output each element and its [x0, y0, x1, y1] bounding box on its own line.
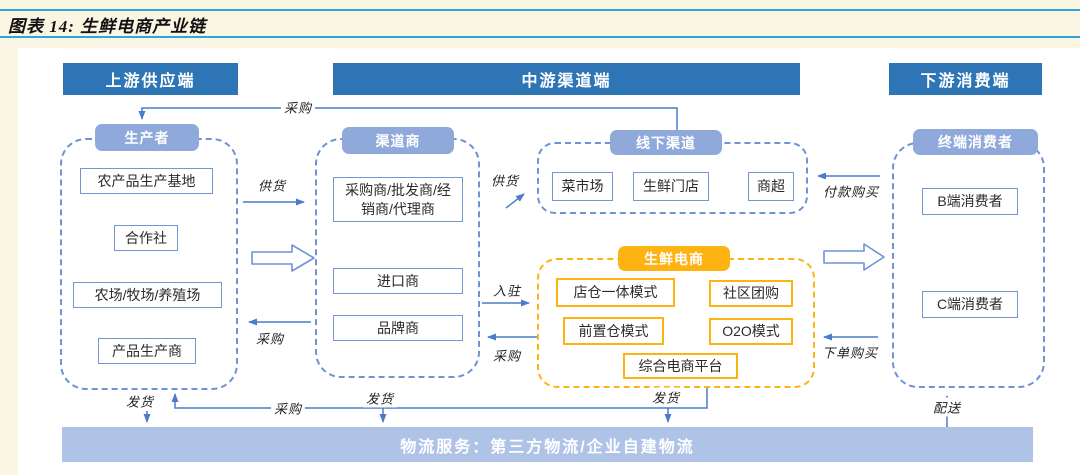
node-fresh-store: 生鲜门店	[633, 172, 709, 201]
header-midstream: 中游渠道端	[333, 63, 800, 95]
node-farm-base: 农产品生产基地	[80, 168, 213, 194]
node-integrated-platform: 综合电商平台	[623, 353, 738, 379]
node-c-consumer: C端消费者	[922, 291, 1018, 318]
label-ship-producer: 发货	[122, 391, 158, 411]
node-importer: 进口商	[333, 268, 463, 294]
logistics-bar: 物流服务：第三方物流/企业自建物流	[62, 427, 1033, 462]
node-community-group-buy: 社区团购	[709, 280, 793, 307]
label-supply-left: 供货	[257, 178, 287, 194]
node-front-warehouse-model: 前置仓模式	[563, 317, 664, 345]
node-cooperative: 合作社	[114, 225, 178, 251]
label-procure-top: 采购	[280, 97, 316, 117]
pill-offline: 线下渠道	[610, 130, 722, 155]
title-bottom-rule	[0, 36, 1080, 38]
label-ship-channel: 发货	[362, 388, 398, 408]
header-downstream: 下游消费端	[889, 63, 1042, 95]
label-pay-purchase: 付款购买	[822, 184, 880, 200]
label-ship-ecom: 发货	[648, 387, 684, 407]
arrow-procure-top	[138, 107, 678, 131]
node-farm-ranch: 农场/牧场/养殖场	[73, 282, 222, 308]
node-supermarket: 商超	[748, 172, 794, 201]
title-top-rule	[0, 9, 1080, 11]
block-arrow-to-consumer	[823, 243, 885, 271]
pill-producer: 生产者	[95, 124, 199, 151]
pill-ecommerce: 生鲜电商	[618, 246, 730, 271]
arrow-supply-mid	[505, 193, 525, 209]
label-procure-left: 采购	[255, 331, 285, 347]
label-delivery: 配送	[929, 397, 965, 417]
label-procure-mid: 采购	[492, 348, 522, 364]
node-wet-market: 菜市场	[552, 172, 613, 201]
header-upstream: 上游供应端	[63, 63, 238, 95]
node-wholesaler: 采购商/批发商/经销商/代理商	[333, 177, 463, 222]
figure-title: 图表 14: 生鲜电商产业链	[8, 17, 207, 36]
pill-channel: 渠道商	[342, 127, 454, 154]
label-order-purchase: 下单购买	[821, 345, 879, 361]
node-b-consumer: B端消费者	[922, 188, 1018, 215]
node-brand-merchant: 品牌商	[333, 315, 463, 341]
pill-consumer: 终端消费者	[913, 129, 1038, 155]
node-store-warehouse-model: 店仓一体模式	[556, 278, 675, 307]
label-procure-bottom: 采购	[270, 398, 306, 418]
node-o2o-model: O2O模式	[709, 318, 793, 345]
label-enter: 入驻	[492, 283, 522, 299]
block-arrow-producer-to-channel	[251, 244, 315, 272]
arrow-procure-bottom	[171, 388, 708, 409]
label-supply-mid: 供货	[490, 173, 520, 189]
node-manufacturer: 产品生产商	[98, 338, 196, 364]
